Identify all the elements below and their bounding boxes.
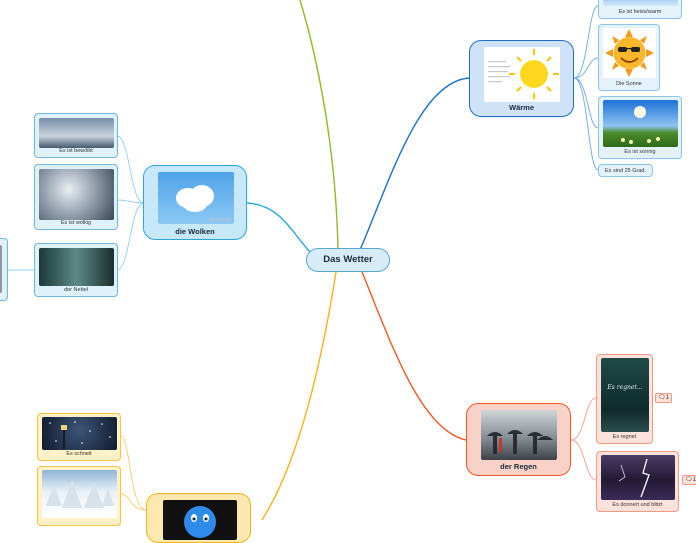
topic-snow[interactable] (146, 493, 251, 543)
subtopic-sunny-label: Es ist sonnig (624, 149, 656, 155)
subtopic-snowy-landscape[interactable] (37, 466, 121, 526)
subtopic-snowing-label: Es schneit (66, 451, 92, 457)
cold-face-image (163, 500, 237, 540)
smiling-sun-icon (605, 29, 654, 77)
umbrella-icon (487, 430, 553, 454)
comment-icon: 🗨 (658, 395, 666, 401)
topic-clouds[interactable]: die Wolken (143, 165, 247, 240)
overcast-sky-image (39, 118, 114, 148)
subtopic-raining-label: Es regnet (612, 434, 637, 440)
subtopic-hot[interactable]: Es ist heiss/warm (598, 0, 682, 19)
comment-badge-thunder[interactable]: 🗨1 (682, 475, 696, 485)
topic-clouds-label: die Wolken (175, 227, 215, 236)
topic-rain[interactable]: der Regen (466, 403, 571, 476)
subtopic-sun[interactable]: Die Sonne (598, 24, 660, 91)
fog-child-image (0, 245, 2, 293)
snowing-night-image (42, 417, 117, 450)
comment-badge-raining[interactable]: 🗨1 (655, 393, 672, 403)
hot-image (603, 0, 678, 6)
comment-count: 1 (692, 477, 696, 483)
connector-warmth (359, 77, 471, 251)
sun-glare-icon (621, 106, 660, 144)
topic-warmth-label: Wärme (508, 103, 534, 112)
connector-top (299, 0, 339, 251)
subtopic-snowing[interactable]: Es schneit (37, 413, 121, 461)
frozen-face-icon (184, 506, 216, 538)
snowy-forest-image (42, 470, 117, 518)
snowy-trees-icon (46, 480, 114, 508)
subtopic-cloudy[interactable]: Es ist bewölkt (34, 113, 118, 158)
lightning-image (601, 455, 675, 500)
comment-icon: 🗨 (685, 477, 693, 483)
connector-snow (261, 271, 337, 520)
connector-clouds (246, 202, 311, 253)
sun-face-image (603, 28, 656, 78)
subtopic-hot-label: Es ist heiss/warm (618, 9, 662, 15)
rain-crowd-image (481, 410, 557, 460)
snowflake-dots (49, 421, 111, 449)
sun-text-image (484, 47, 560, 102)
connector-rain (361, 271, 467, 441)
wolkig-sky-image (39, 169, 114, 220)
subtopic-sunny[interactable]: Es ist sonnig (598, 96, 682, 159)
mindmap-connectors (8, 0, 599, 520)
raining-image: Es regnet... (601, 358, 649, 432)
topic-rain-label: der Regen (500, 462, 537, 471)
central-topic-label: Das Wetter (323, 254, 373, 265)
fog-image (39, 248, 114, 286)
subtopic-thunder[interactable]: Es donnert und blitzt (596, 451, 679, 512)
sunny-meadow-image (603, 100, 678, 147)
subtopic-wolkig[interactable]: Es ist wolkig (34, 164, 118, 230)
subtopic-fog-child[interactable] (0, 238, 8, 301)
subtopic-25-degrees-label: Es sind 25 Grad. (605, 168, 646, 174)
raining-image-text: Es regnet... (607, 384, 643, 391)
subtopic-fog-label: der Nebel (64, 287, 88, 293)
subtopic-thunder-label: Es donnert und blitzt (612, 502, 663, 508)
subtopic-cloudy-label: Es ist bewölkt (59, 148, 93, 154)
subtopic-fog[interactable]: der Nebel (34, 243, 118, 297)
lightning-icon (618, 458, 650, 498)
comment-count: 1 (665, 395, 669, 401)
topic-warmth[interactable]: Wärme (469, 40, 574, 117)
central-topic[interactable]: Das Wetter (306, 248, 390, 272)
sun-icon (488, 49, 559, 99)
subtopic-raining[interactable]: Es regnet... Es regnet (596, 354, 653, 444)
cloud-icon (176, 185, 230, 222)
cloud-heart-image (158, 172, 234, 224)
subtopic-sun-label: Die Sonne (616, 81, 642, 87)
subtopic-25-degrees[interactable]: Es sind 25 Grad. (598, 164, 653, 177)
subtopic-wolkig-label: Es ist wolkig (60, 220, 92, 226)
